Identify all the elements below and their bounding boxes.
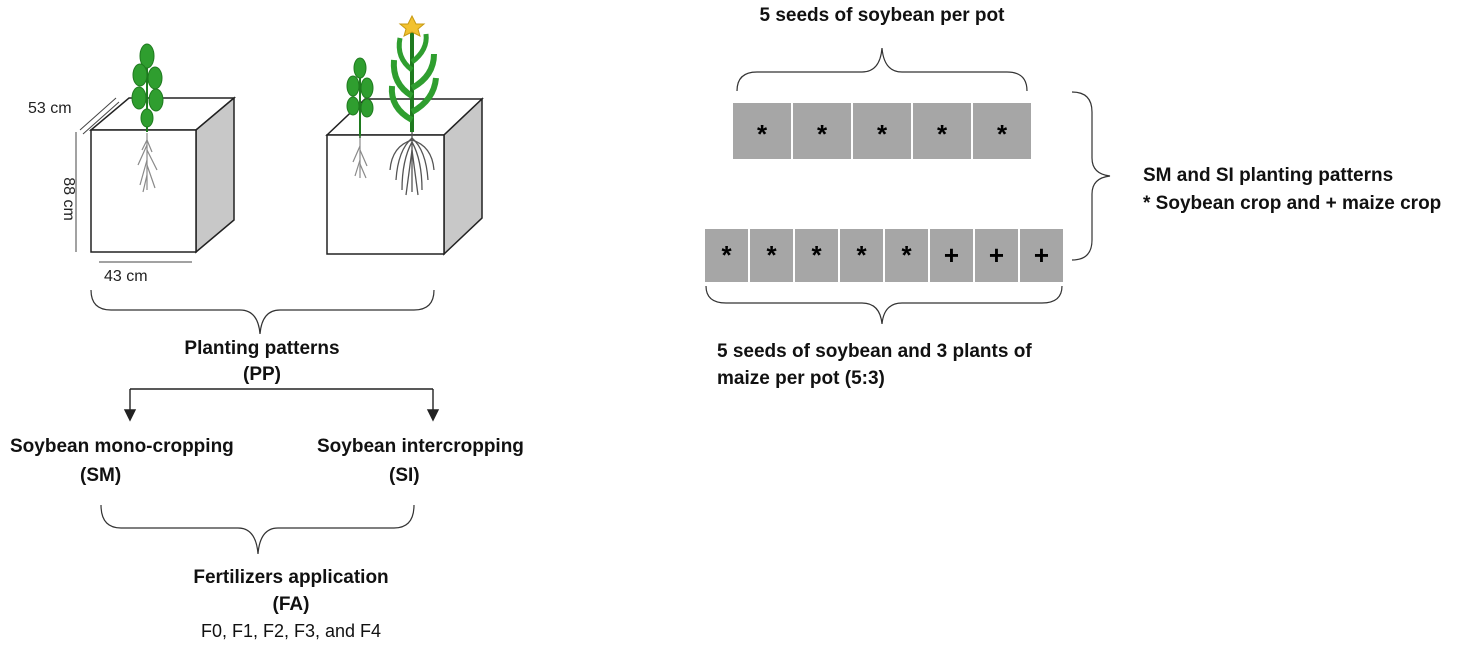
pp-branch-arrows (123, 388, 440, 422)
fertilizers-title: Fertilizers application (193, 567, 389, 588)
soybean-plant-icon-2 (346, 57, 374, 138)
fertilizer-levels: F0, F1, F2, F3, and F4 (200, 621, 382, 641)
planting-patterns-title: Planting patterns (184, 338, 340, 359)
bottom-row-brace (705, 285, 1063, 325)
top-row-label: 5 seeds of soybean per pot (759, 5, 1005, 26)
bottom_row-cell-soybean: * (885, 229, 928, 282)
pot-mono-cropping (88, 96, 237, 254)
soybean-root-icon-2 (352, 136, 368, 179)
top-row-cells: ***** (733, 103, 1031, 159)
bottom-row-label-line1: 5 seeds of soybean and 3 plants of (717, 341, 1032, 362)
branch-intercropping-abbr: (SI) (389, 465, 420, 486)
legend-line2: * Soybean crop and + maize crop (1143, 193, 1442, 214)
depth-label: 53 cm (28, 100, 72, 117)
top_row-cell-soybean: * (793, 103, 851, 159)
bottom_row-cell-soybean: * (795, 229, 838, 282)
arrow-down-icon (123, 409, 137, 422)
bottom-row-label-line2: maize per pot (5:3) (717, 368, 885, 389)
bottom_row-cell-maize: + (930, 229, 973, 282)
top-row-brace (736, 47, 1028, 92)
dimension-lines (75, 97, 192, 263)
arrow-down-icon-2 (426, 409, 440, 422)
maize-plant-icon (388, 14, 439, 132)
top_row-cell-soybean: * (973, 103, 1031, 159)
bottom_row-cell-maize: + (975, 229, 1018, 282)
fertilizers-abbr: (FA) (272, 594, 310, 615)
bottom-row-cells: *****+++ (705, 229, 1063, 282)
bottom_row-cell-soybean: * (750, 229, 793, 282)
planting-patterns-abbr: (PP) (243, 364, 281, 385)
pots-bracket (90, 289, 435, 335)
branch-mono-cropping-label: Soybean mono-cropping (10, 436, 234, 457)
soybean-plant-icon (131, 43, 164, 132)
depth-line-a (79, 97, 117, 131)
maize-root-icon (389, 132, 435, 196)
bottom_row-cell-soybean: * (705, 229, 748, 282)
sm-si-bracket (100, 504, 415, 555)
branch-mono-cropping-abbr: (SM) (80, 465, 122, 486)
branch-intercropping-label: Soybean intercropping (317, 436, 524, 457)
width-label: 43 cm (104, 268, 148, 285)
bottom_row-cell-soybean: * (840, 229, 883, 282)
depth-line-b (82, 101, 120, 135)
soybean-root-icon (137, 133, 158, 193)
rows-right-brace (1071, 91, 1111, 261)
legend-line1: SM and SI planting patterns (1143, 165, 1394, 186)
height-label: 88 cm (59, 177, 77, 221)
top_row-cell-soybean: * (913, 103, 971, 159)
top_row-cell-soybean: * (733, 103, 791, 159)
bottom_row-cell-maize: + (1020, 229, 1063, 282)
pot-intercropping (325, 97, 484, 256)
pot2-front-face (326, 134, 445, 255)
top_row-cell-soybean: * (853, 103, 911, 159)
